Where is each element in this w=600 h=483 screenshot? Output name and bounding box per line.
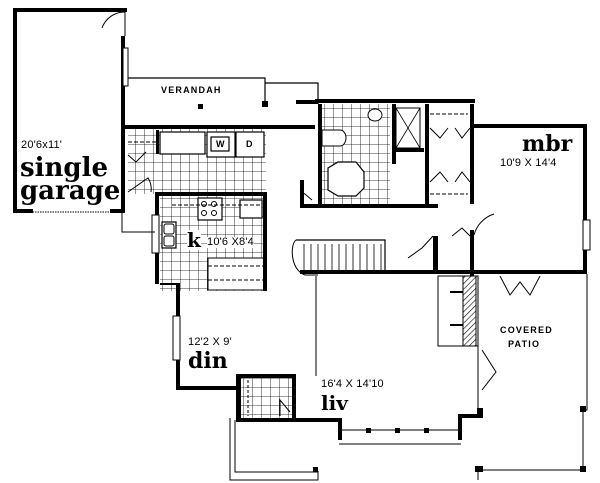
master-bath — [300, 99, 475, 208]
master-bedroom-label: mbr — [522, 131, 573, 157]
living-label: liv — [321, 391, 348, 415]
living-dimensions: 16'4 X 14'10 — [321, 378, 384, 390]
garage-label-line2: garage — [20, 176, 121, 206]
walls-misc — [121, 100, 318, 233]
master-bedroom — [451, 124, 591, 276]
dining — [172, 284, 236, 390]
covered-patio-label-line2: PATIO — [508, 339, 541, 349]
dryer-label: D — [246, 139, 253, 149]
verandah — [128, 77, 319, 109]
fireplace — [437, 275, 479, 347]
closets — [425, 104, 474, 204]
garage-label-line1: single — [20, 153, 109, 183]
master-bedroom-dimensions: 10'9 X 14'4 — [500, 157, 557, 169]
covered-patio-label-line1: COVERED — [500, 325, 553, 335]
front-porch — [229, 418, 319, 481]
living-room — [296, 276, 497, 445]
kitchen-dimensions: 10'6 X8'4 — [207, 236, 254, 248]
washer-label: W — [216, 139, 225, 149]
stairs — [291, 235, 480, 276]
dining-dimensions: 12'2 X 9' — [188, 336, 232, 348]
laundry — [125, 125, 315, 196]
garage — [13, 8, 129, 213]
kitchen-label: k — [187, 228, 201, 252]
covered-patio — [475, 274, 588, 480]
garage-dimensions: 20'6x11' — [21, 139, 63, 151]
dining-label: din — [188, 348, 228, 374]
foyer — [236, 374, 296, 422]
verandah-label: VERANDAH — [161, 85, 222, 95]
